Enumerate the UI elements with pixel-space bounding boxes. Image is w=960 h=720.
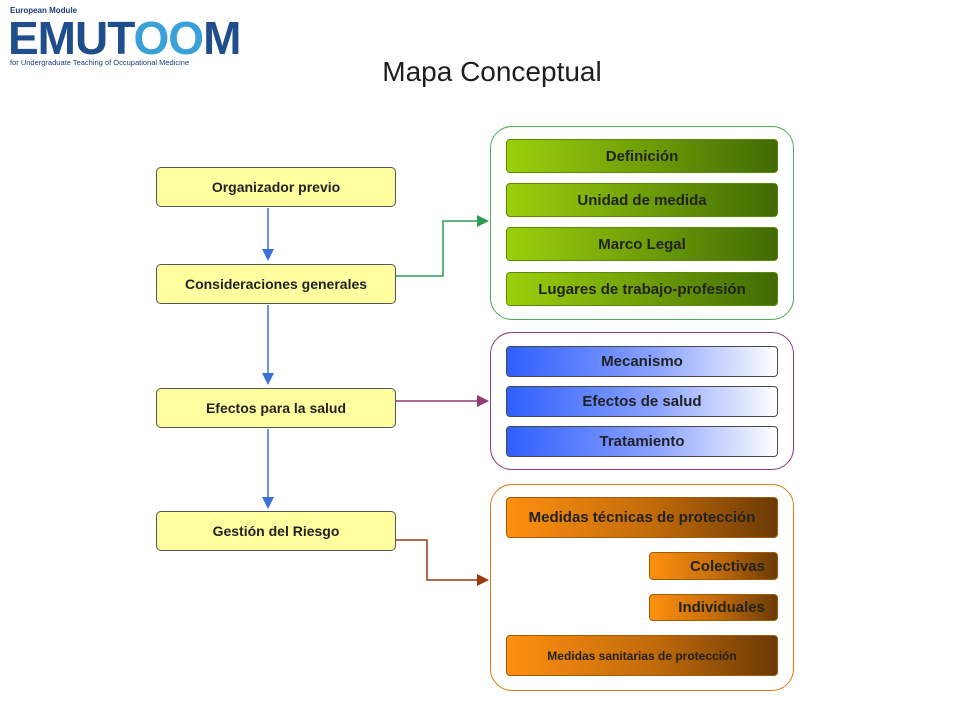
item-definicion: Definición bbox=[506, 139, 778, 173]
logo-name-part1: EMUT bbox=[8, 12, 134, 64]
item-tratamiento: Tratamiento bbox=[506, 426, 778, 457]
arrow-gestion-to-risk-group bbox=[396, 539, 489, 586]
node-gestion-riesgo: Gestión del Riesgo bbox=[156, 511, 396, 551]
item-individuales: Individuales bbox=[649, 594, 778, 621]
node-consideraciones-generales: Consideraciones generales bbox=[156, 264, 396, 304]
item-marco-legal: Marco Legal bbox=[506, 227, 778, 261]
node-organizador-previo: Organizador previo bbox=[156, 167, 396, 207]
arrow-consideraciones-to-general-group bbox=[396, 215, 489, 277]
item-medidas-sanitarias: Medidas sanitarias de protección bbox=[506, 635, 778, 676]
item-mecanismo: Mecanismo bbox=[506, 346, 778, 377]
item-lugares-trabajo: Lugares de trabajo-profesión bbox=[506, 272, 778, 306]
item-unidad-medida: Unidad de medida bbox=[506, 183, 778, 217]
node-efectos-salud: Efectos para la salud bbox=[156, 388, 396, 428]
logo-ring-icon: OO bbox=[133, 12, 205, 64]
item-efectos-de-salud: Efectos de salud bbox=[506, 386, 778, 417]
logo-name-part2: M bbox=[203, 12, 241, 64]
logo-top-text: European Module bbox=[10, 6, 78, 15]
page-title: Mapa Conceptual bbox=[382, 56, 602, 87]
logo-subtitle: for Undergraduate Teaching of Occupation… bbox=[10, 58, 190, 67]
logo-name: EMUTOOM bbox=[8, 12, 241, 64]
emutom-logo: European Module EMUTOOM for Undergraduat… bbox=[6, 6, 241, 68]
item-medidas-tecnicas: Medidas técnicas de protección bbox=[506, 497, 778, 538]
item-colectivas: Colectivas bbox=[649, 552, 778, 580]
